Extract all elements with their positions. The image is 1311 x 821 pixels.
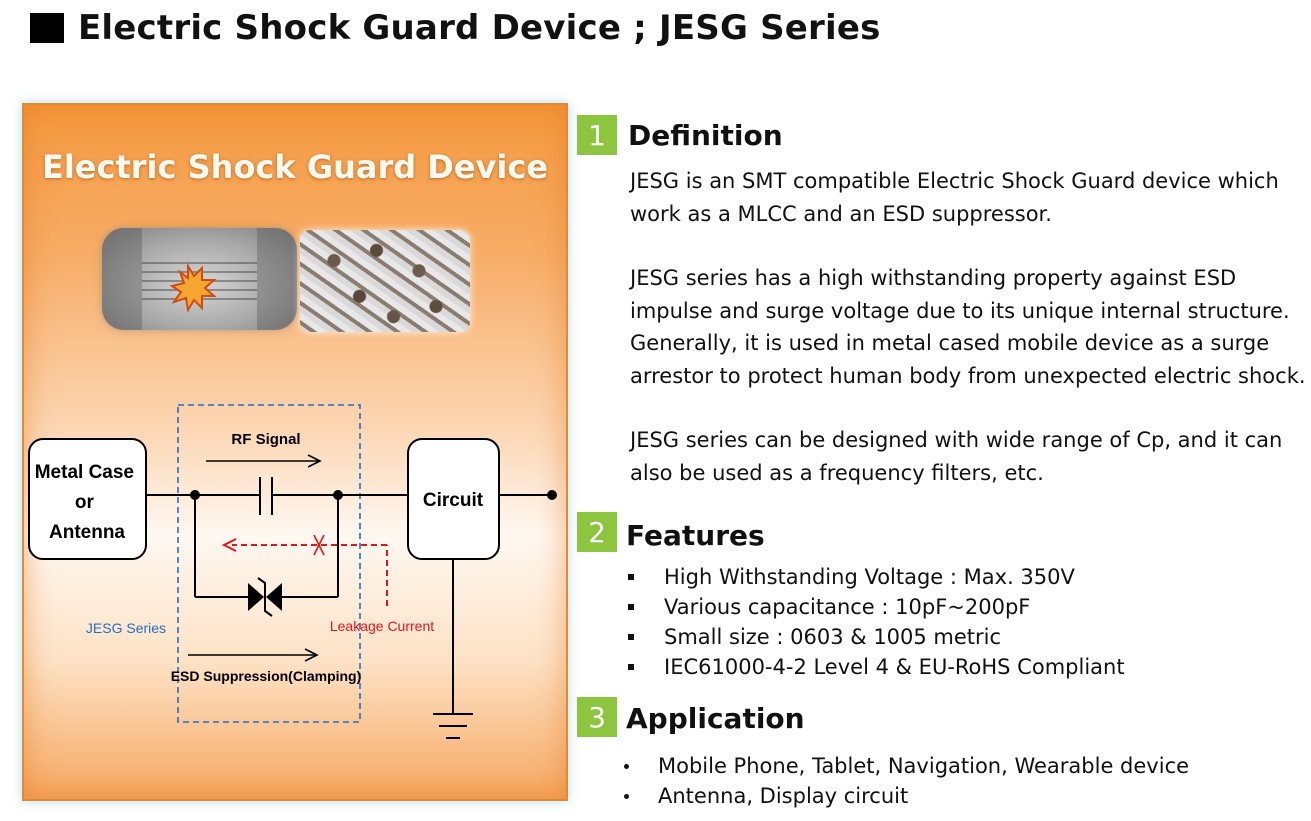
spark-icon <box>169 262 217 313</box>
feature-text: IEC61000-4-2 Level 4 & EU-RoHS Compliant <box>664 655 1125 679</box>
page-title-text: Electric Shock Guard Device ; JESG Serie… <box>78 8 881 48</box>
metal-case-box <box>28 438 147 560</box>
section-badge-3: 3 <box>577 697 617 737</box>
junction-dot-right <box>333 490 343 500</box>
leakage-path <box>232 544 388 606</box>
junction-dot-left <box>190 490 200 500</box>
bullet-icon <box>628 604 634 610</box>
chip-electrode-right <box>257 228 297 330</box>
text-line: JESG series can be designed with wide ra… <box>630 428 1283 452</box>
rf-signal-arrow <box>206 454 322 468</box>
application-heading: Application <box>626 702 805 735</box>
main-wire <box>146 477 552 714</box>
section-badge-2: 2 <box>577 512 617 552</box>
esd-suppression-label: ESD Suppression(Clamping) <box>171 668 362 684</box>
text-line: JESG is an SMT compatible Electric Shock… <box>630 169 1279 193</box>
section-badge-1: 1 <box>577 115 617 155</box>
features-list: High Withstanding Voltage : Max. 350V Va… <box>628 562 1125 682</box>
application-text: Mobile Phone, Tablet, Navigation, Wearab… <box>658 754 1190 778</box>
jesg-series-label: JESG Series <box>86 620 166 636</box>
chip-xray-image <box>102 228 297 330</box>
esd-arrow <box>188 648 319 662</box>
text-line: work as a MLCC and an ESD suppressor. <box>630 201 1052 226</box>
jesg-boundary-box <box>177 404 361 723</box>
definition-heading: Definition <box>628 119 783 152</box>
text-line: impulse and surge voltage due to its uni… <box>630 298 1290 323</box>
bullet-icon <box>624 764 629 769</box>
definition-paragraph-3: JESG series can be designed with wide ra… <box>630 424 1282 489</box>
block-x-icon <box>313 534 325 556</box>
application-text: Antenna, Display circuit <box>658 784 909 808</box>
text-line: JESG series has a high withstanding prop… <box>630 266 1237 290</box>
ground-icon <box>433 713 473 739</box>
rf-signal-label: RF Signal <box>231 431 300 448</box>
text-line: Generally, it is used in metal cased mob… <box>630 331 1270 355</box>
page-title: Electric Shock Guard Device ; JESG Serie… <box>30 6 881 50</box>
bullet-icon <box>628 664 634 670</box>
bullet-icon <box>624 794 629 799</box>
chip-electrode-left <box>102 228 142 330</box>
features-heading: Features <box>626 519 765 552</box>
metal-case-label: Metal Case or Antenna <box>35 462 140 543</box>
metal-case-line-1: Metal Case <box>35 462 134 483</box>
leakage-arrow-head <box>221 538 237 552</box>
feature-text: Various capacitance : 10pF~200pF <box>664 595 1031 619</box>
text-line: also be used as a frequency filters, etc… <box>630 460 1044 485</box>
leakage-current-label: Leakage Current <box>330 618 434 634</box>
circuit-label: Circuit <box>423 490 484 511</box>
application-list: Mobile Phone, Tablet, Navigation, Wearab… <box>624 751 1189 811</box>
text-line: arrestor to protect human body from unex… <box>630 363 1306 388</box>
list-item: High Withstanding Voltage : Max. 350V <box>628 562 1125 592</box>
list-item: Various capacitance : 10pF~200pF <box>628 592 1125 622</box>
bullet-icon <box>628 634 634 640</box>
chip-pile-image <box>300 230 470 332</box>
definition-paragraph-1: JESG is an SMT compatible Electric Shock… <box>630 165 1279 230</box>
metal-case-line-3: Antenna <box>49 522 125 543</box>
definition-paragraph-2: JESG series has a high withstanding prop… <box>630 262 1306 392</box>
panel-title: Electric Shock Guard Device <box>41 148 549 186</box>
feature-text: Small size : 0603 & 1005 metric <box>664 625 1002 649</box>
list-item: Mobile Phone, Tablet, Navigation, Wearab… <box>624 751 1189 781</box>
bullet-icon <box>628 574 634 580</box>
tvs-diode-icon <box>248 577 282 617</box>
terminal-dot <box>547 490 557 500</box>
metal-case-line-2: or <box>75 492 95 513</box>
black-square-icon <box>30 13 64 43</box>
list-item: Small size : 0603 & 1005 metric <box>628 622 1125 652</box>
list-item: Antenna, Display circuit <box>624 781 1189 811</box>
feature-text: High Withstanding Voltage : Max. 350V <box>664 565 1075 589</box>
list-item: IEC61000-4-2 Level 4 & EU-RoHS Compliant <box>628 652 1125 682</box>
